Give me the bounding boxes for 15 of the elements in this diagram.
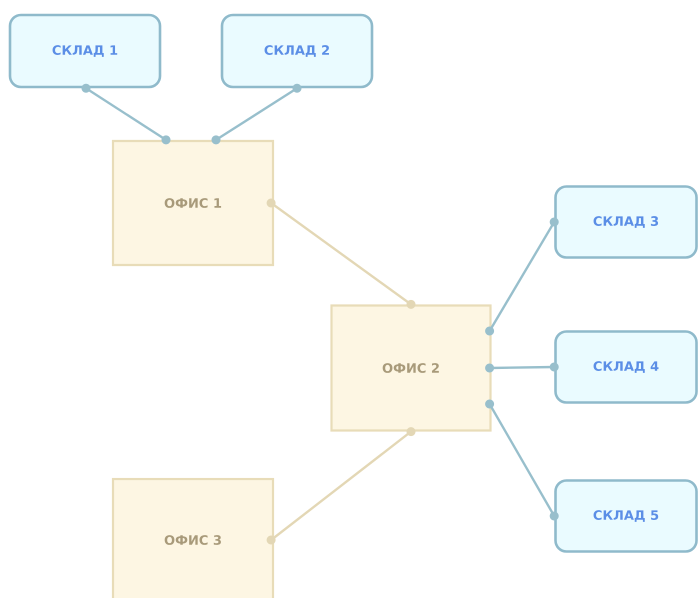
connector-line — [266, 427, 416, 544]
connector-line — [212, 84, 302, 144]
connector-line — [82, 84, 170, 144]
store-box: СКЛАД 3 — [554, 185, 698, 259]
office-box: ОФИС 3 — [112, 478, 274, 598]
office-box: ОФИС 2 — [330, 304, 492, 432]
connector-line — [485, 362, 559, 372]
connector-line — [485, 218, 559, 336]
store-box: СКЛАД 4 — [554, 330, 698, 404]
store-box: СКЛАД 5 — [554, 479, 698, 553]
store-box: СКЛАД 2 — [220, 14, 374, 88]
connector-line — [485, 400, 559, 520]
office-box: ОФИС 1 — [112, 140, 274, 266]
store-box: СКЛАД 1 — [8, 14, 162, 88]
connector-line — [266, 198, 416, 309]
